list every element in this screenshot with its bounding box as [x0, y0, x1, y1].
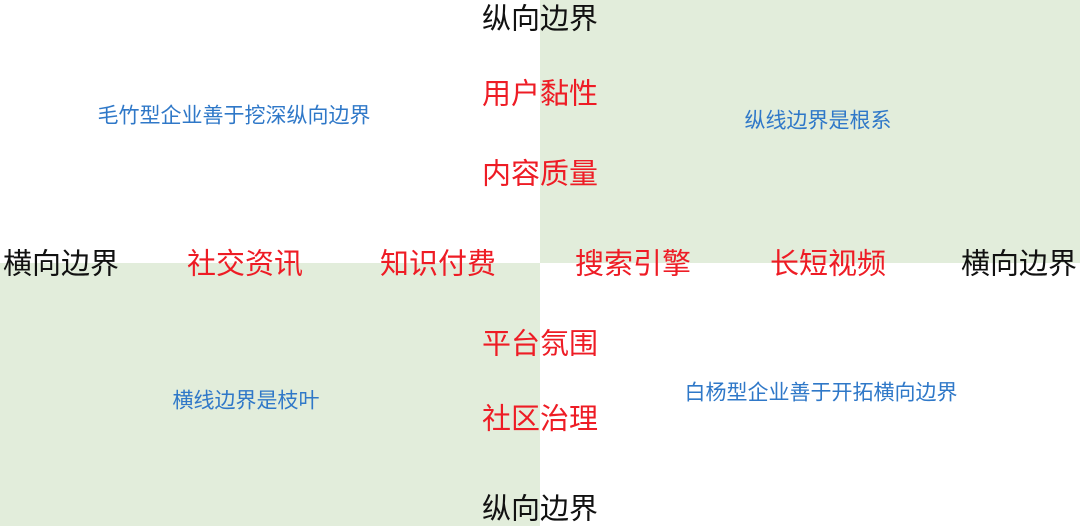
- quadrant-note-top-left: 毛竹型企业善于挖深纵向边界: [97, 103, 371, 128]
- vertical-axis-bottom-label: 纵向边界: [481, 491, 599, 526]
- quadrant-note-bottom-left: 横线边界是枝叶: [172, 388, 320, 413]
- vertical-factor-label: 社区治理: [481, 401, 599, 436]
- horizontal-factor-label: 搜索引擎: [574, 246, 692, 281]
- vertical-axis-top-label: 纵向边界: [481, 1, 599, 36]
- horizontal-factor-label: 社交资讯: [186, 246, 304, 281]
- horizontal-axis-right-label: 横向边界: [960, 246, 1078, 281]
- horizontal-factor-label: 知识付费: [379, 246, 497, 281]
- vertical-factor-label: 平台氛围: [481, 326, 599, 361]
- quadrant-note-bottom-right: 白杨型企业善于开拓横向边界: [684, 380, 958, 405]
- vertical-factor-label: 内容质量: [481, 156, 599, 191]
- horizontal-axis-left-label: 横向边界: [2, 246, 120, 281]
- horizontal-factor-label: 长短视频: [769, 246, 887, 281]
- bottom-left-shaded-quadrant: [0, 263, 540, 526]
- vertical-factor-label: 用户黏性: [481, 76, 599, 111]
- top-right-shaded-quadrant: [540, 0, 1080, 263]
- quadrant-note-top-right: 纵线边界是根系: [744, 108, 892, 133]
